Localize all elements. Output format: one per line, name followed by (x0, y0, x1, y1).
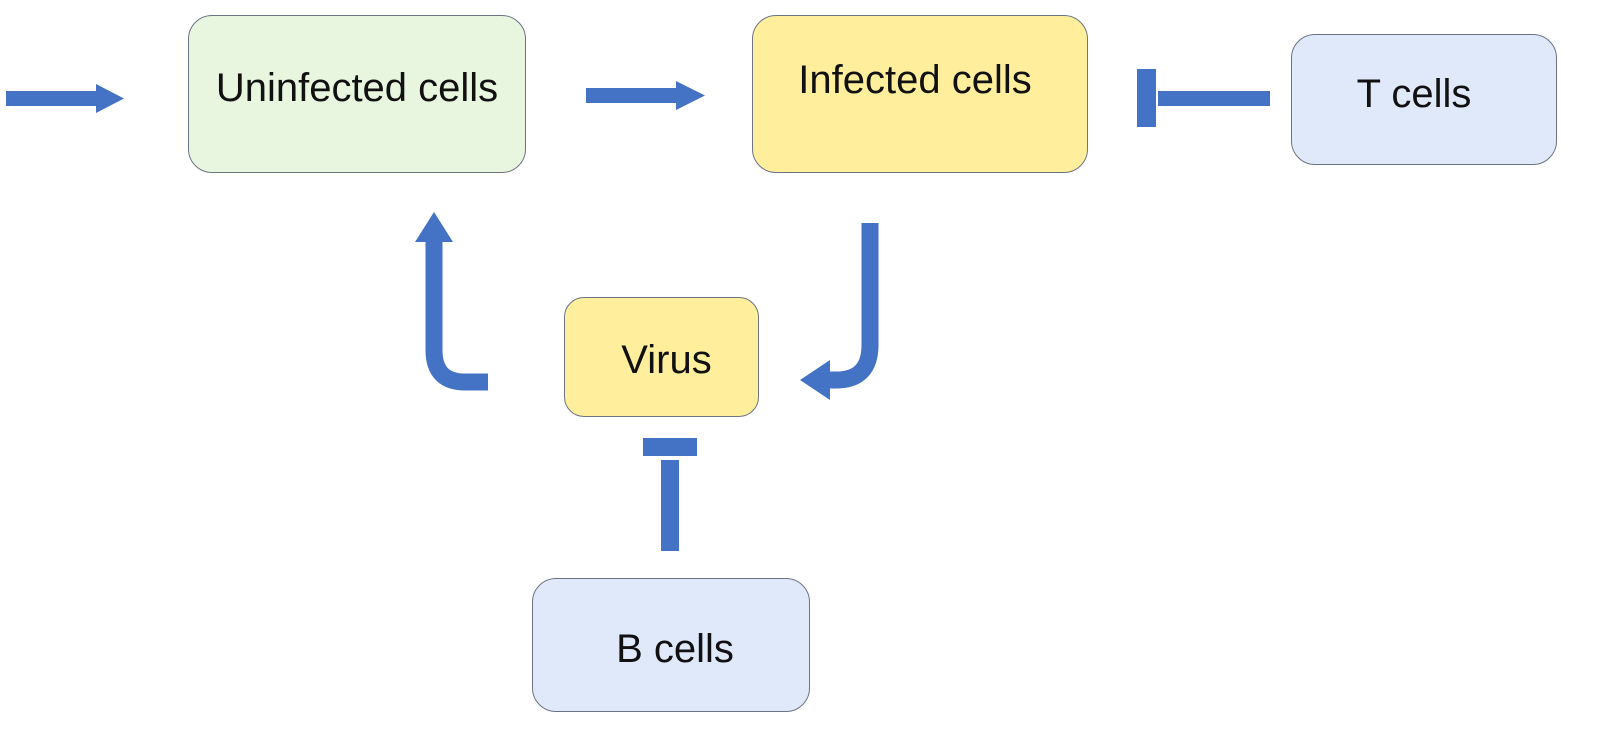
node-label: Virus (621, 337, 712, 382)
node-label: B cells (616, 626, 734, 671)
arrow-uninfected-to-infected (586, 81, 705, 110)
node-label: Infected cells (798, 57, 1032, 102)
node-virus: Virus (564, 297, 759, 417)
arrow-infected-to-virus (800, 223, 879, 400)
node-t-cells: T cells (1291, 34, 1557, 165)
arrow-source-to-uninfected (6, 84, 124, 113)
inhibition-bcells-to-virus (643, 438, 697, 551)
node-b-cells: B cells (532, 578, 810, 712)
node-uninfected-cells: Uninfected cells (188, 15, 526, 173)
inhibition-tcells-to-infected (1137, 69, 1270, 127)
arrow-virus-to-uninfected (415, 212, 488, 391)
node-label: T cells (1356, 72, 1472, 116)
node-infected-cells: Infected cells (752, 15, 1088, 173)
node-label: Uninfected cells (215, 65, 499, 110)
